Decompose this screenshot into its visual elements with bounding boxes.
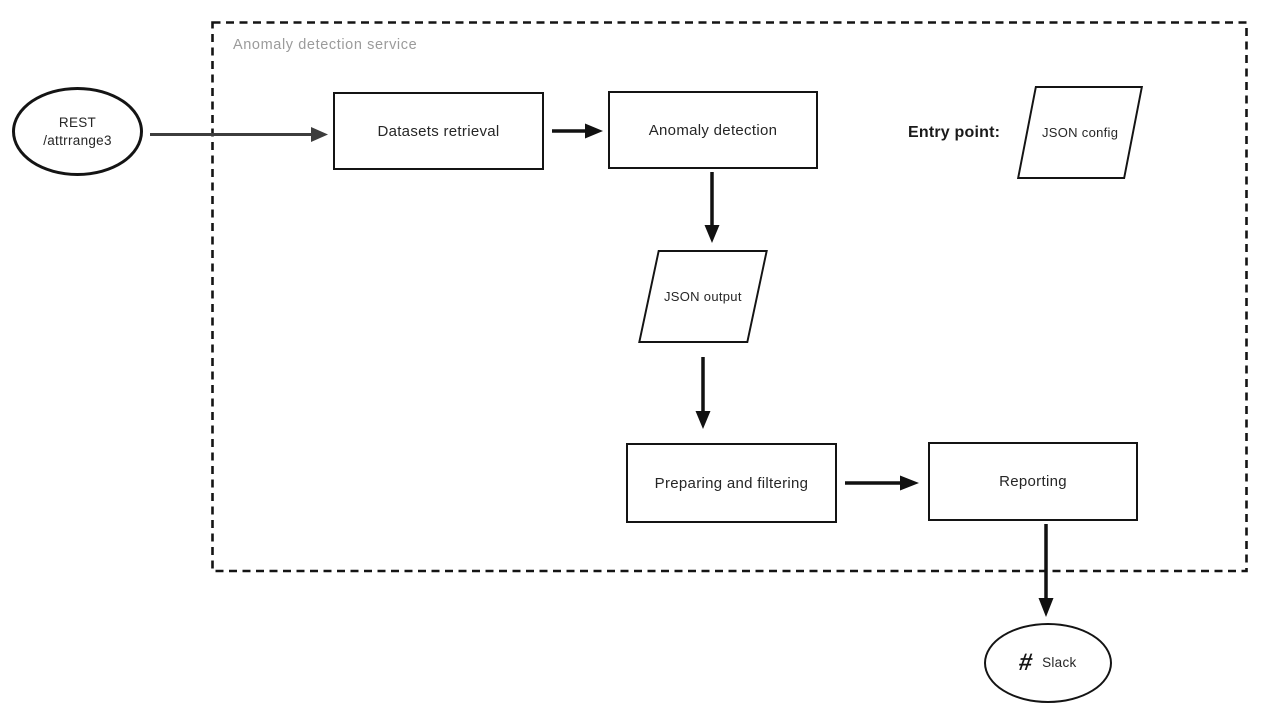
- node-datasets-retrieval: Datasets retrieval: [333, 92, 544, 170]
- node-json-config: JSON config: [1016, 86, 1144, 179]
- node-json-output: JSON output: [638, 250, 768, 343]
- service-boundary-label: Anomaly detection service: [233, 37, 418, 53]
- node-preparing-and-filtering: Preparing and filtering: [626, 443, 837, 523]
- json-config-label: JSON config: [1041, 125, 1119, 140]
- rest-endpoint-line1: REST: [58, 114, 97, 130]
- node-reporting: Reporting: [928, 442, 1138, 521]
- entry-point-label: Entry point:: [908, 124, 1001, 141]
- arrow-json-output-to-preparing: [695, 357, 711, 429]
- slack-hash-icon: #: [1017, 649, 1036, 676]
- slack-label: Slack: [1042, 655, 1077, 671]
- arrow-preparing-to-reporting: [845, 475, 919, 491]
- node-slack: # Slack: [984, 623, 1112, 703]
- arrow-datasets-to-anomaly: [552, 123, 603, 139]
- node-anomaly-detection: Anomaly detection: [608, 91, 818, 169]
- service-boundary-dashed-border: [211, 21, 1248, 573]
- preparing-and-filtering-label: Preparing and filtering: [654, 474, 809, 492]
- arrow-anomaly-to-json-output: [704, 172, 720, 243]
- arrow-rest-to-datasets: [150, 127, 328, 142]
- arrow-reporting-to-slack: [1038, 524, 1054, 617]
- node-rest-endpoint: REST /attrrange3: [12, 87, 143, 176]
- anomaly-detection-label: Anomaly detection: [648, 121, 778, 139]
- json-output-label: JSON output: [664, 289, 742, 304]
- rest-endpoint-line2: /attrrange3: [43, 132, 112, 148]
- datasets-retrieval-label: Datasets retrieval: [377, 122, 500, 140]
- reporting-label: Reporting: [999, 473, 1067, 490]
